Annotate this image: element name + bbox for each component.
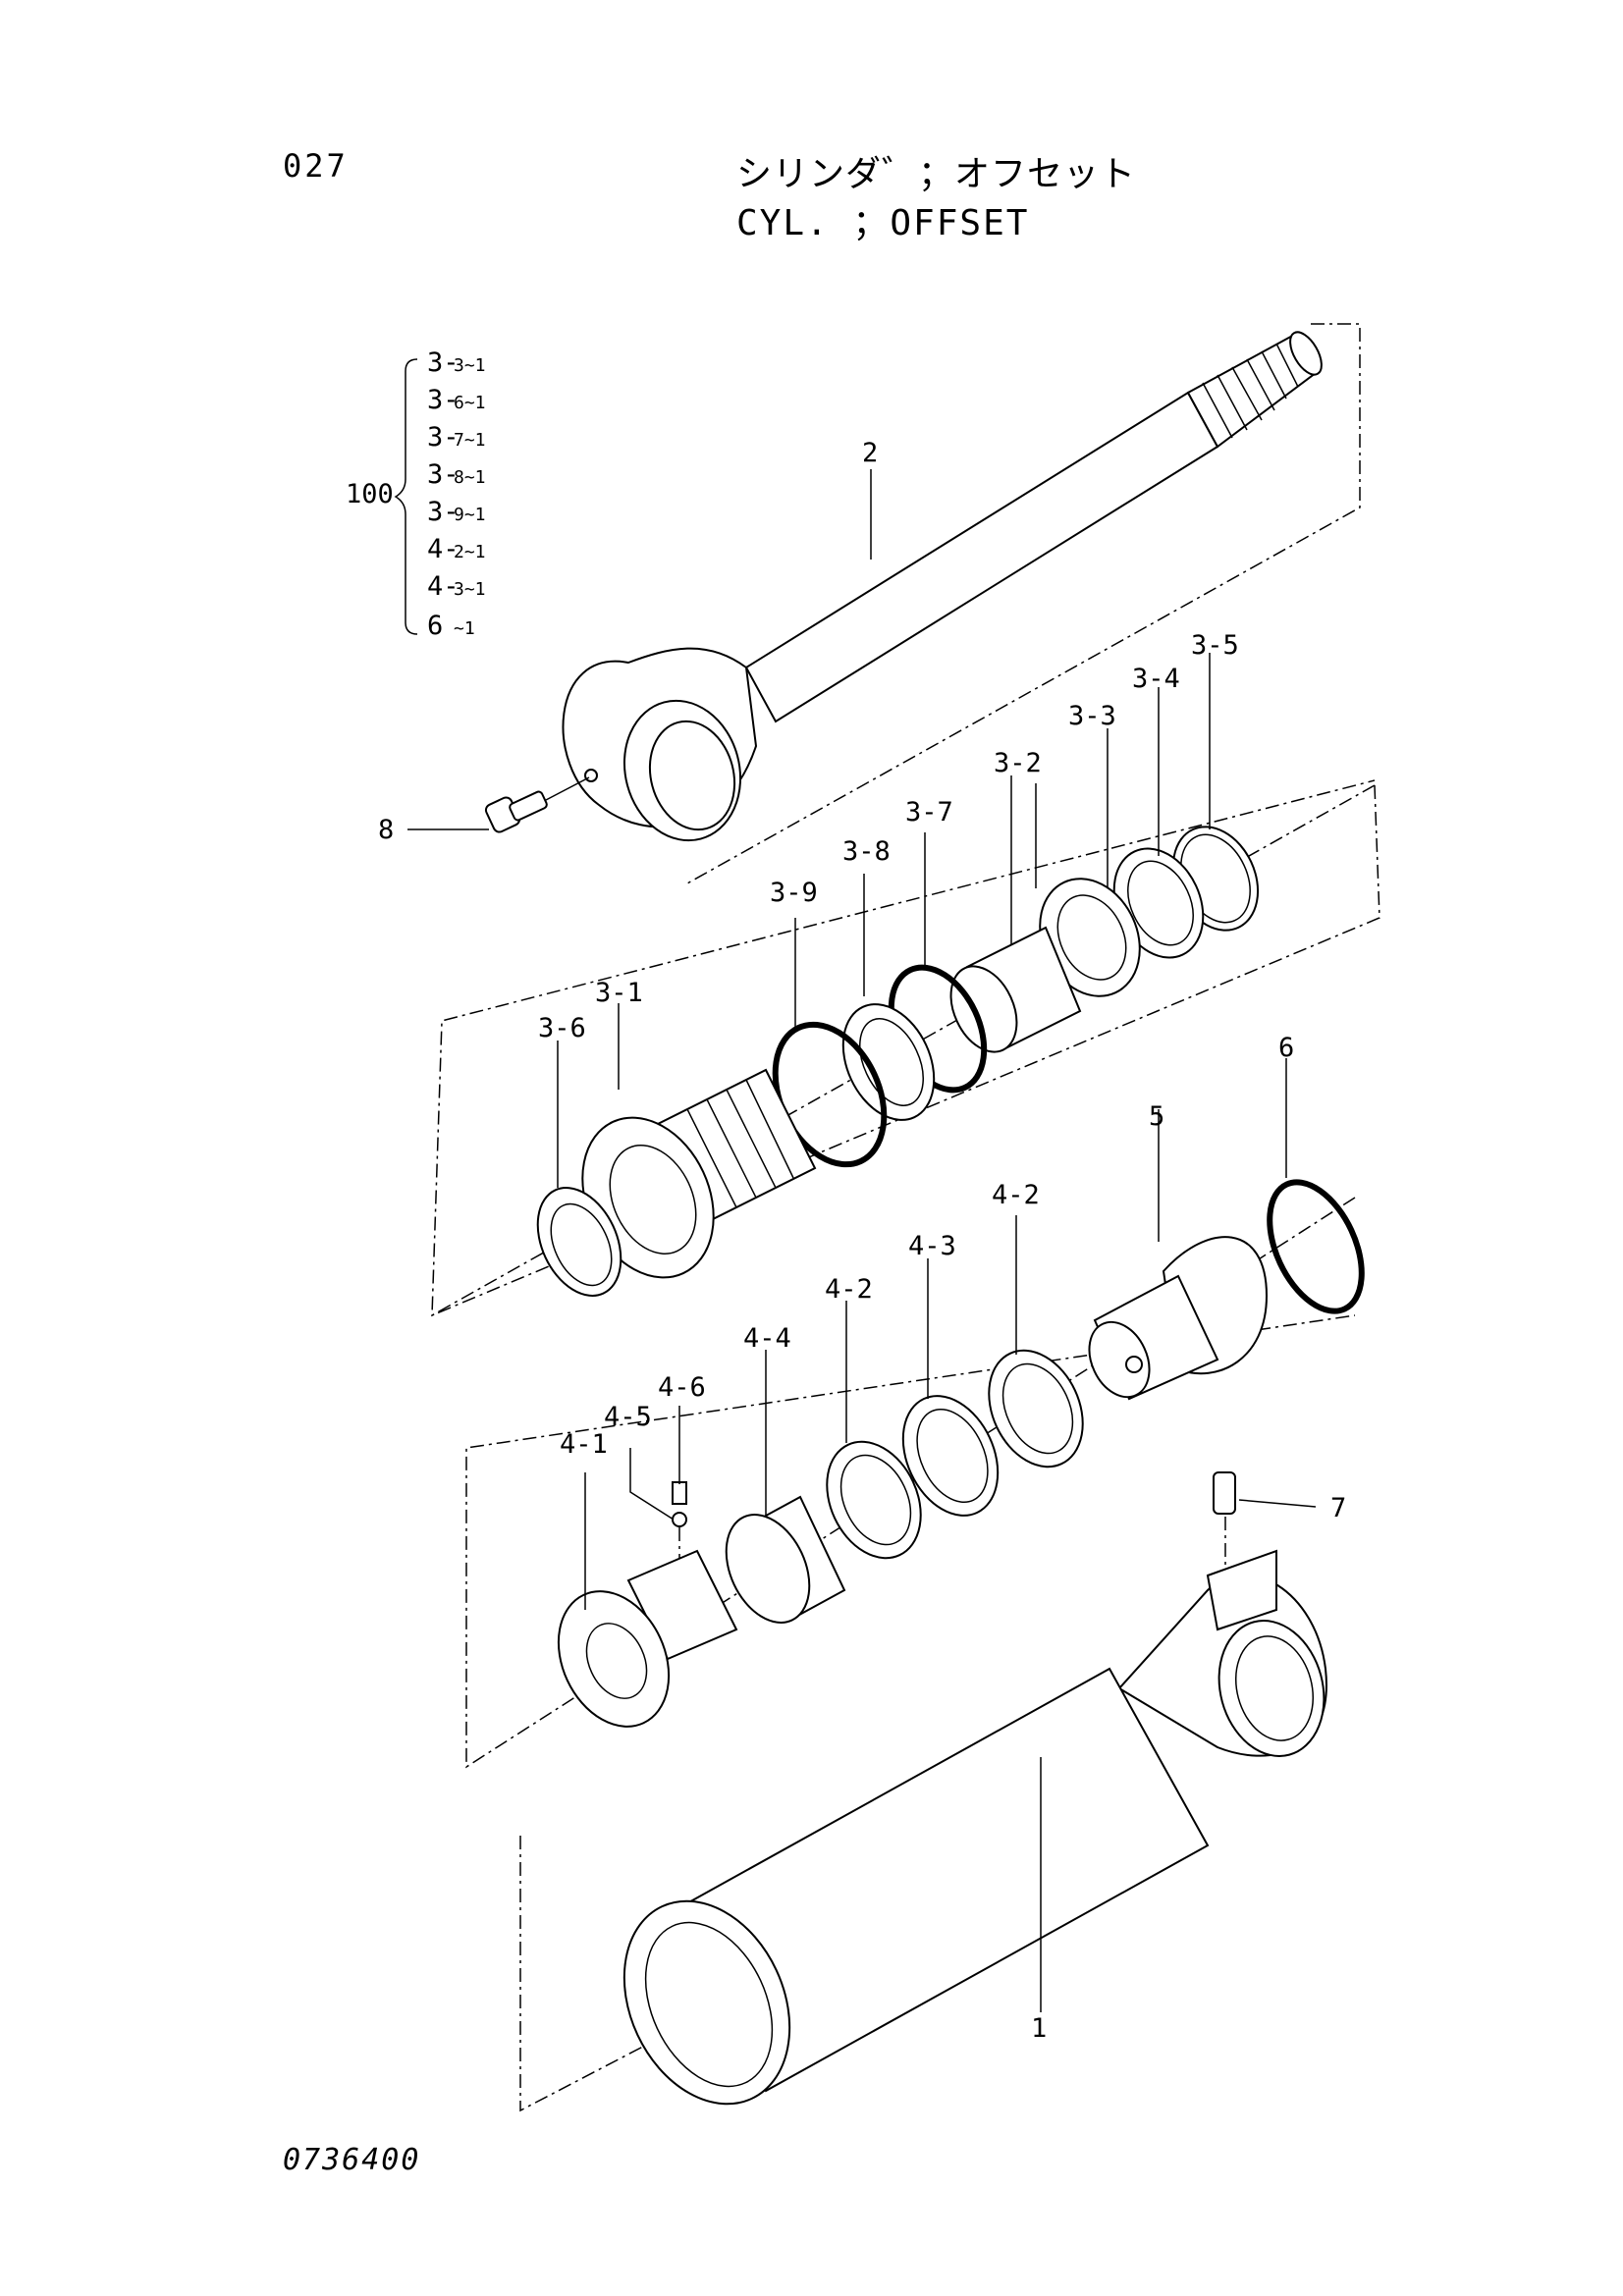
callout-5: 5: [1149, 1101, 1164, 1132]
kit-item: 4-3~1: [427, 571, 486, 602]
svg-text:4-: 4-: [427, 571, 460, 602]
kit-item: 3-9~1: [427, 497, 486, 527]
callout-labels: 2 3-5 3-4 3-3 3-2 3-7 3-8 3-9 3-1 3-6 6 …: [378, 438, 1346, 2044]
callout-8: 8: [378, 815, 394, 845]
callout-2: 2: [862, 438, 878, 468]
svg-text:3-: 3-: [427, 385, 460, 415]
frame-rod: [686, 323, 1361, 884]
frame-piston: [465, 1197, 1356, 1769]
callout-3-5: 3-5: [1191, 630, 1239, 661]
svg-text:3~1: 3~1: [454, 579, 486, 600]
part-spacer: [1088, 1236, 1269, 1401]
callout-3-2: 3-2: [994, 748, 1042, 778]
callout-6: 6: [1278, 1033, 1294, 1063]
callout-4-1: 4-1: [560, 1429, 608, 1460]
svg-text:4-: 4-: [427, 534, 460, 564]
frame-gland-side: [431, 784, 1380, 1316]
callout-3-9: 3-9: [770, 878, 818, 908]
svg-text:3-: 3-: [427, 497, 460, 527]
page-number: 027: [283, 147, 349, 185]
kit-item: 3-3~1: [427, 347, 486, 378]
callout-7: 7: [1330, 1493, 1346, 1523]
part-o-ring-6: [1267, 1179, 1365, 1314]
callout-4-2-lower: 4-2: [825, 1274, 873, 1305]
svg-text:8~1: 8~1: [454, 467, 486, 488]
title-english: CYL. ；OFFSET: [736, 203, 1030, 243]
kit-brace: [394, 358, 418, 635]
callout-1: 1: [1031, 2013, 1047, 2044]
part-grease-fitting: [1213, 1471, 1317, 1575]
drawing-code: 0736400: [283, 2143, 421, 2177]
part-grease-elbow: [484, 776, 590, 833]
kit-label: 100: [346, 479, 394, 509]
callout-3-4: 3-4: [1132, 664, 1180, 694]
title-japanese: シリンダ゛；オフセット: [736, 154, 1137, 194]
svg-text:6: 6: [427, 611, 443, 641]
leader-lines: [407, 469, 1287, 2012]
svg-text:2~1: 2~1: [454, 542, 486, 562]
part-piston-group: [557, 1349, 1084, 1728]
svg-text:3-: 3-: [427, 347, 460, 378]
svg-text:6~1: 6~1: [454, 393, 486, 413]
callout-3-8: 3-8: [842, 836, 891, 867]
callout-3-7: 3-7: [905, 797, 953, 828]
callout-4-3: 4-3: [908, 1231, 956, 1261]
callout-3-1: 3-1: [595, 978, 643, 1008]
part-piston-rod: [562, 331, 1323, 842]
kit-list: 100 3-3~1 3-6~1 3-7~1 3-8~1 3-9~1 4-2~1 …: [346, 347, 486, 641]
svg-text:9~1: 9~1: [454, 505, 486, 525]
callout-3-3: 3-3: [1068, 701, 1116, 731]
part-gland-group: [536, 826, 1260, 1297]
kit-item: 4-2~1: [427, 534, 486, 564]
callout-4-4: 4-4: [743, 1323, 791, 1354]
kit-item: 3-7~1: [427, 422, 486, 453]
callout-4-6: 4-6: [658, 1372, 706, 1403]
svg-text:~1: ~1: [454, 618, 475, 639]
part-cylinder-tube: [622, 1549, 1327, 2106]
kit-item: 6 ~1: [427, 611, 475, 641]
svg-text:3~1: 3~1: [454, 355, 486, 376]
svg-text:7~1: 7~1: [454, 430, 486, 451]
callout-4-2-upper: 4-2: [992, 1180, 1040, 1210]
kit-item: 3-6~1: [427, 385, 486, 415]
svg-text:3-: 3-: [427, 422, 460, 453]
kit-item: 3-8~1: [427, 459, 486, 490]
svg-text:3-: 3-: [427, 459, 460, 490]
callout-4-5: 4-5: [604, 1402, 652, 1432]
callout-3-6: 3-6: [538, 1013, 586, 1043]
